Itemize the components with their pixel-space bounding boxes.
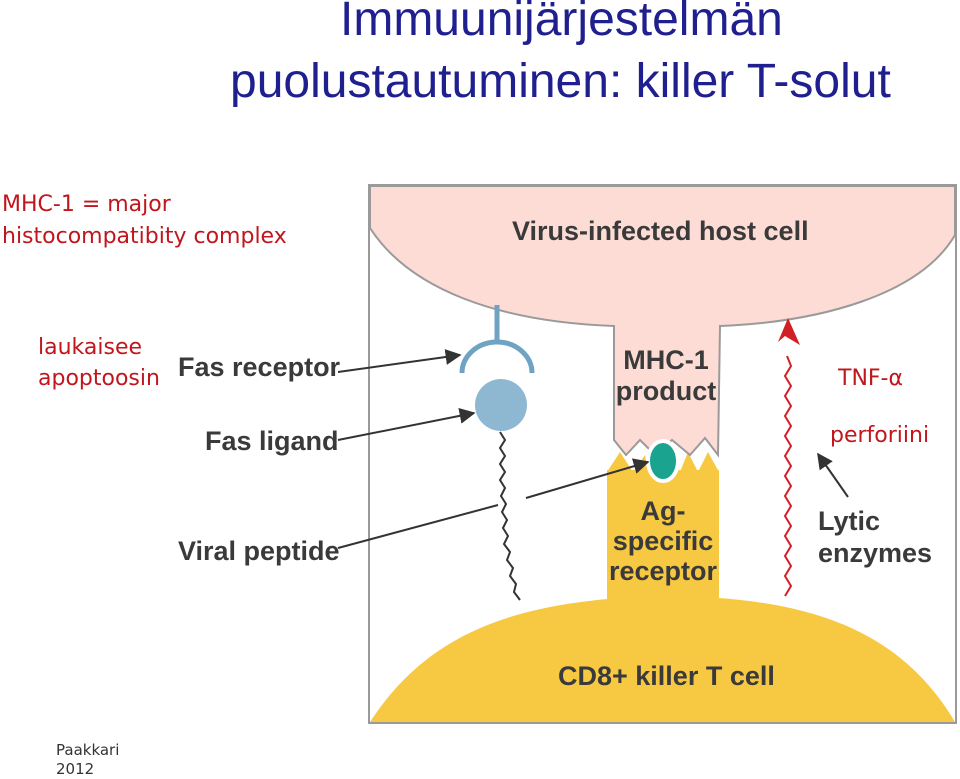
fas-ligand-tether (498, 431, 521, 601)
label-t-cell: CD8+ killer T cell (558, 661, 775, 691)
label-mhc-line2: product (615, 376, 717, 406)
label-fas-ligand: Fas ligand (205, 426, 339, 456)
fas-ligand-shape (475, 379, 527, 431)
label-mhc-line1: MHC-1 (623, 345, 709, 375)
label-lytic-enzymes: Lytic enzymes (818, 505, 932, 569)
lytic-enzyme-arrowhead (778, 318, 800, 345)
viral-peptide-shape (646, 439, 680, 483)
label-ag-line2: specific (612, 526, 714, 556)
note-apoptosis-line2: apoptoosin (38, 366, 160, 391)
label-lytic-line2: enzymes (818, 538, 933, 568)
ag-receptor-teeth (607, 452, 719, 472)
slide-title-line2: puolustautuminen: killer T-solut (230, 55, 891, 108)
label-ag-receptor: Ag- specific receptor (605, 496, 721, 586)
pointer-viral-peptide-2 (525, 458, 650, 499)
t-cell-body (370, 596, 955, 722)
ag-receptor-column (607, 470, 719, 610)
pointer-fas-ligand (337, 407, 476, 441)
footer-line1: Paakkari (56, 741, 120, 759)
footer-line2: 2012 (56, 760, 95, 778)
lytic-enzyme-path (783, 355, 793, 597)
slide-title-line1: Immuunijärjestelmän (340, 0, 783, 46)
label-fas-receptor: Fas receptor (178, 352, 341, 382)
label-viral-peptide: Viral peptide (178, 536, 340, 566)
footer-credit: Paakkari 2012 (56, 741, 119, 779)
label-lytic-line1: Lytic (818, 506, 881, 536)
host-cell-body (369, 185, 956, 458)
label-mhc-product: MHC-1 product (614, 345, 718, 407)
label-ag-line1: Ag- (640, 496, 686, 526)
pointer-viral-peptide-1 (337, 504, 499, 549)
note-tnf: TNF-α (838, 366, 903, 391)
pointer-lytic-enzymes (817, 452, 849, 498)
label-ag-line3: receptor (608, 556, 718, 586)
note-apoptosis-line1: laukaisee (38, 335, 143, 360)
note-mhc-line1: MHC-1 = major (2, 192, 171, 217)
note-perforin: perforiini (830, 423, 930, 448)
label-host-cell: Virus-infected host cell (512, 216, 809, 246)
note-mhc-line2: histocompatibity complex (2, 224, 287, 249)
fas-receptor-shape (459, 305, 535, 374)
pointer-fas-receptor (337, 349, 462, 373)
